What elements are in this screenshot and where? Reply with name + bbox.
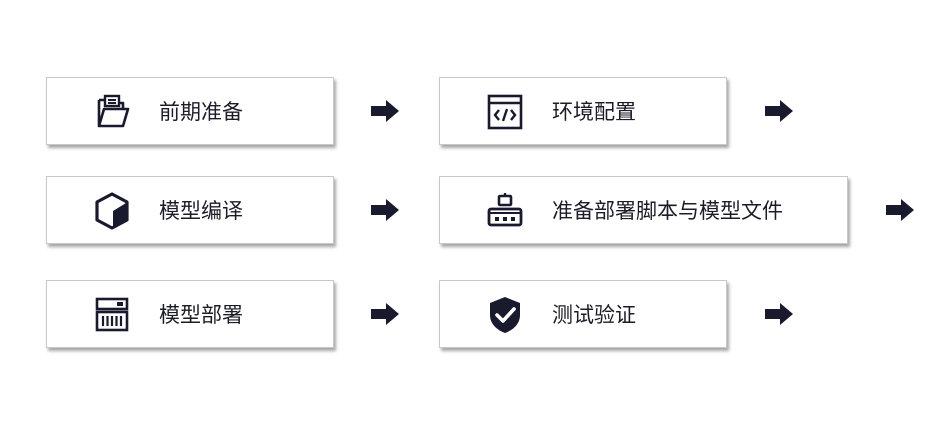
server-icon [92,295,132,335]
step-label: 环境配置 [552,100,636,124]
cube-icon [92,191,132,231]
folder-icon [92,92,132,132]
step-label: 测试验证 [552,303,636,327]
arrow-right-icon [884,198,916,222]
step-label: 模型编译 [159,199,243,223]
code-window-icon [485,92,525,132]
step-label: 准备部署脚本与模型文件 [552,199,783,223]
step-test: 测试验证 [439,280,727,348]
arrow-right-icon [763,302,795,326]
arrow-right-icon [369,99,401,123]
step-prepare: 前期准备 [46,77,334,145]
step-environment: 环境配置 [439,77,727,145]
step-deploy: 模型部署 [46,280,334,348]
step-label: 前期准备 [159,100,243,124]
arrow-right-icon [763,99,795,123]
arrow-right-icon [369,198,401,222]
step-label: 模型部署 [159,303,243,327]
step-prepare-scripts: 准备部署脚本与模型文件 [439,176,848,244]
arrow-right-icon [369,302,401,326]
robot-icon [485,191,525,231]
step-compile: 模型编译 [46,176,334,244]
shield-check-icon [485,295,525,335]
